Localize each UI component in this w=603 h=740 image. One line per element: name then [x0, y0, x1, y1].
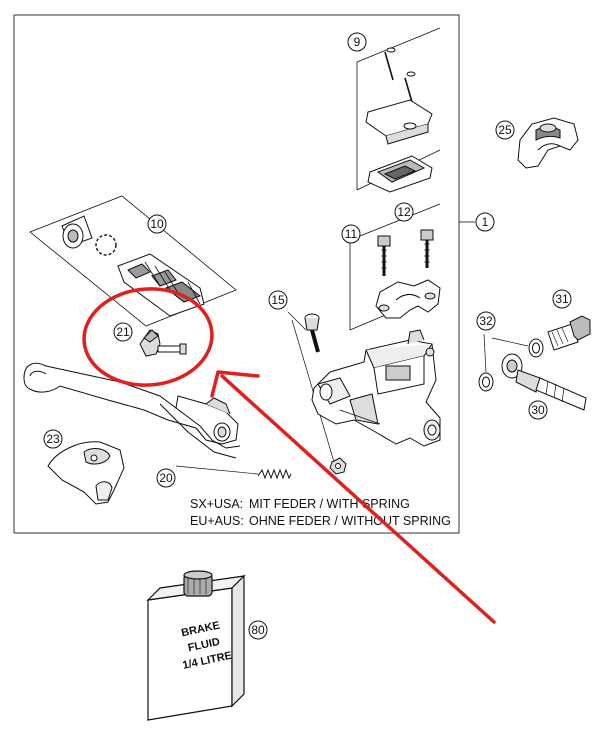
svg-text:20: 20 [159, 471, 173, 485]
callout-15[interactable]: 15 [268, 290, 288, 310]
part-25-handlebar-clamp [517, 117, 579, 169]
part-30-32-hose-fittings [478, 315, 591, 411]
note-sx-usa-text: MIT FEDER / WITH SPRING [249, 497, 410, 511]
part-23-lever-cover [47, 441, 125, 505]
svg-text:12: 12 [397, 205, 411, 219]
callout-31[interactable]: 31 [552, 289, 572, 309]
master-cylinder-body [311, 329, 441, 447]
note-eu-aus-text: OHNE FEDER / WITHOUT SPRING [249, 514, 451, 528]
note-sx-usa-label: SX+USA: [190, 497, 243, 511]
svg-text:10: 10 [150, 217, 164, 231]
annotation-circle [82, 287, 214, 387]
red-annotation [82, 287, 496, 624]
annotation-arrow-head [210, 370, 260, 398]
callout-11[interactable]: 11 [341, 224, 361, 244]
svg-text:1: 1 [482, 215, 489, 229]
svg-text:32: 32 [479, 314, 493, 328]
callout-1[interactable]: 1 [475, 212, 495, 232]
part-20-spring [175, 465, 292, 480]
callout-25[interactable]: 25 [495, 120, 515, 140]
part-9-reservoir-cover-group [356, 27, 441, 193]
brake-lever [23, 362, 241, 459]
svg-text:31: 31 [555, 292, 569, 306]
part-10-piston-kit-group [29, 195, 237, 327]
callout-30[interactable]: 30 [528, 400, 548, 420]
svg-text:9: 9 [354, 35, 361, 49]
callout-80[interactable]: 80 [248, 620, 268, 640]
callout-23[interactable]: 23 [43, 429, 63, 449]
callout-32[interactable]: 32 [476, 311, 496, 331]
callout-21[interactable]: 21 [113, 322, 133, 342]
svg-text:80: 80 [251, 623, 265, 637]
part-80-brake-fluid-can [146, 570, 246, 721]
svg-text:23: 23 [46, 432, 60, 446]
annotation-arrow-shaft [220, 374, 496, 624]
part-11-12-clamp-group [349, 203, 441, 331]
part-21-adjuster-screw [139, 329, 187, 357]
svg-text:21: 21 [116, 325, 130, 339]
note-eu-aus-label: EU+AUS: [190, 514, 244, 528]
svg-text:11: 11 [345, 227, 358, 241]
diagram-frame [13, 14, 460, 534]
callout-20[interactable]: 20 [156, 468, 176, 488]
spring-notes: SX+USA: MIT FEDER / WITH SPRING EU+AUS: … [190, 497, 451, 528]
svg-text:15: 15 [271, 293, 285, 307]
callout-12[interactable]: 12 [394, 202, 414, 222]
callout-9[interactable]: 9 [347, 32, 367, 52]
callout-10[interactable]: 10 [147, 214, 167, 234]
svg-text:25: 25 [498, 123, 512, 137]
svg-text:30: 30 [531, 403, 545, 417]
